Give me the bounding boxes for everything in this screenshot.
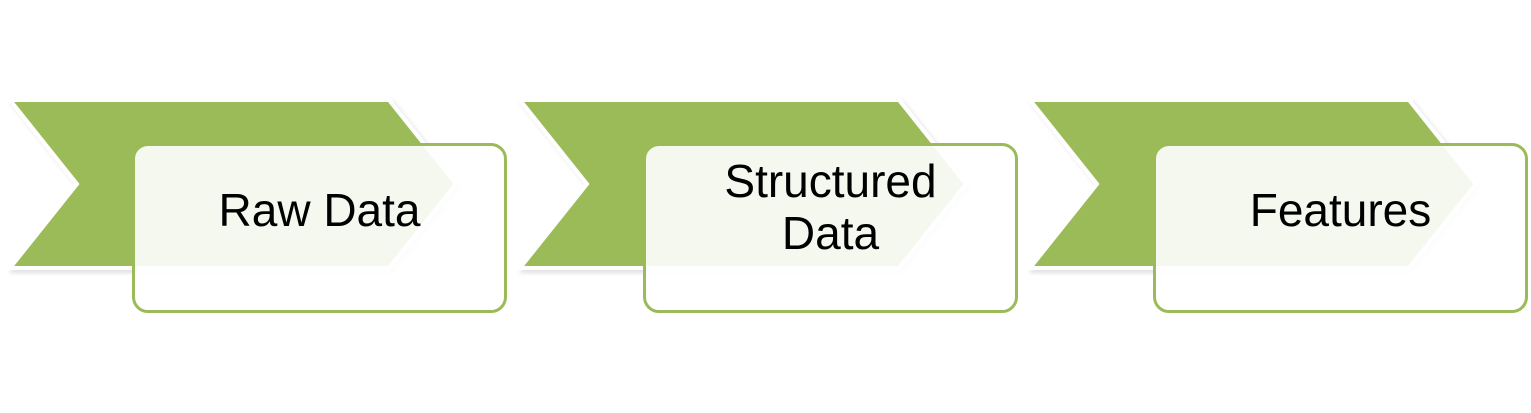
step-box-features: Features — [1153, 143, 1528, 313]
step-label: Raw Data — [218, 184, 421, 236]
step-label: Structured Data — [724, 155, 937, 259]
step-box-raw-data: Raw Data — [132, 143, 507, 313]
step-box-structured-data: Structured Data — [643, 143, 1018, 313]
step-label: Features — [1249, 184, 1432, 236]
